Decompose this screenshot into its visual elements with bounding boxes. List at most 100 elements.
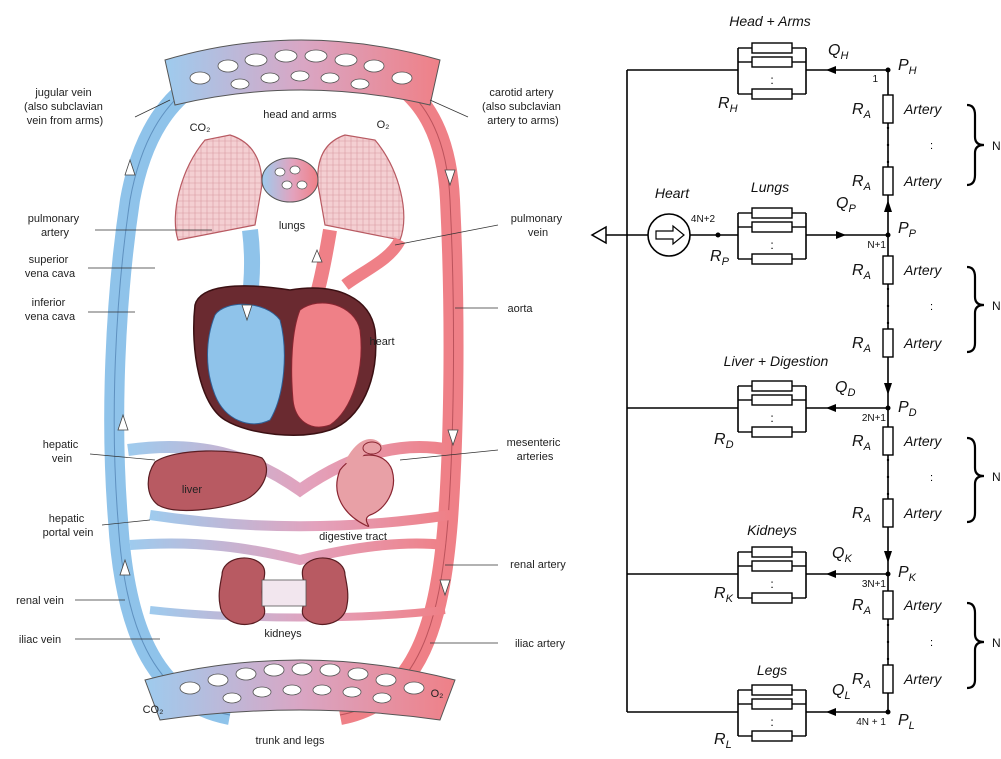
symbol-r-lungs: RP [710,248,730,268]
parallel-dots: : [770,73,773,87]
segment-dots: : [930,140,933,152]
label-lungs: lungs [279,220,306,232]
label-mesenteric-arteries: mesenteric arteries [507,437,564,463]
artery-label: Artery [903,671,942,687]
count-head-segment: N [992,139,1001,153]
left-lung [175,135,262,240]
node-lungs: N+1 [867,240,886,251]
parallel-dots: : [770,411,773,425]
label-o2-top: O₂ [377,119,390,131]
label-renal-artery: renal artery [510,559,566,571]
symbol-r-kidneys: RK [714,585,734,605]
label-iliac-vein: iliac vein [19,634,61,646]
brace-kidneys-segment [967,603,984,688]
brace-liver-segment [967,438,984,522]
symbol-q-head: QH [828,42,848,62]
count-liver-segment: N [992,470,1001,484]
caption-heart: Heart [655,185,690,201]
label-hepatic-portal-vein: hepatic portal vein [43,513,94,539]
symbol-p-liver: PD [898,399,917,419]
artery-label: Artery [903,597,942,613]
symbol-r-artery: RA [852,262,871,282]
resistor-block-head: : [738,43,806,99]
label-pulmonary-artery: pulmonary artery [28,213,82,239]
artery-resistor: Artery RA [852,95,942,123]
artery-label: Artery [903,173,942,189]
label-digestive-tract: digestive tract [319,531,387,543]
node-liver: 2N+1 [862,413,887,424]
symbol-q-liver: QD [835,379,855,399]
artery-resistor: Artery RA [852,591,942,619]
symbol-q-legs: QL [832,682,851,702]
caption-legs: Legs [757,662,787,678]
symbol-r-artery: RA [852,671,871,691]
artery-label: Artery [903,505,942,521]
parallel-dots: : [770,238,773,252]
symbol-r-liver: RD [714,431,734,451]
label-aorta: aorta [507,303,533,315]
label-head-and-arms: head and arms [263,109,337,121]
node-kidneys: 3N+1 [862,579,887,590]
symbol-p-legs: PL [898,712,915,732]
right-kidney [302,558,347,624]
label-jugular-vein: jugular vein (also subclavian vein from … [24,87,106,127]
label-co2-top: CO₂ [190,122,211,134]
symbol-r-artery: RA [852,433,871,453]
symbol-r-artery: RA [852,597,871,617]
symbol-q-kidneys: QK [832,545,852,565]
segment-dots: : [930,301,933,313]
brace-lungs-segment [967,267,984,352]
label-renal-vein: renal vein [16,595,64,607]
node-legs: 4N + 1 [856,717,886,728]
artery-resistor: Artery RA [852,167,942,195]
anatomy-diagram: jugular vein (also subclavian vein from … [16,40,566,747]
artery-resistor: Artery RA [852,329,942,357]
symbol-p-head: PH [898,57,917,77]
brace-head-segment [967,105,984,185]
artery-resistor: Artery RA [852,665,942,693]
symbol-r-artery: RA [852,505,871,525]
liver-organ [148,451,266,511]
lung-capillaries [262,158,318,202]
artery-resistor: Artery RA [852,499,942,527]
label-kidneys: kidneys [264,628,302,640]
resistor-block-legs: : [738,685,806,741]
resistor-block-lungs: : [738,208,806,264]
right-lung [318,135,404,240]
caption-kidneys: Kidneys [747,522,797,538]
caption-liver-digestion: Liver + Digestion [724,353,829,369]
symbol-r-artery: RA [852,335,871,355]
resistor-block-liver: : [738,381,806,437]
caption-head-arms: Head + Arms [729,13,811,29]
artery-label: Artery [903,101,942,117]
symbol-r-head: RH [718,95,738,115]
label-iliac-artery: iliac artery [515,638,566,650]
parallel-dots: : [770,715,773,729]
segment-dots: : [930,472,933,484]
node-heart: 4N+2 [691,214,716,225]
count-lungs-segment: N [992,299,1001,313]
symbol-r-artery: RA [852,173,871,193]
label-inferior-vena-cava: inferior vena cava [25,297,76,323]
symbol-p-lungs: PP [898,220,917,240]
label-trunk-and-legs: trunk and legs [255,735,325,747]
artery-label: Artery [903,335,942,351]
circuit-diagram: ::::: ArteryRAArteryRAArteryRAArteryRAAr… [592,13,1001,751]
count-kidneys-segment: N [992,636,1001,650]
label-co2-bottom: CO₂ [143,704,164,716]
artery-resistor: Artery RA [852,256,942,284]
parallel-dots: : [770,577,773,591]
artery-label: Artery [903,262,942,278]
ground-terminal-icon [592,227,606,243]
artery-label: Artery [903,433,942,449]
label-liver: liver [182,484,203,496]
symbol-p-kidneys: PK [898,564,917,584]
symbol-r-legs: RL [714,731,732,751]
label-heart: heart [369,336,394,348]
label-hepatic-vein: hepatic vein [43,439,82,465]
segment-dots: : [930,637,933,649]
symbol-r-artery: RA [852,101,871,121]
digestive-organ [337,455,394,526]
